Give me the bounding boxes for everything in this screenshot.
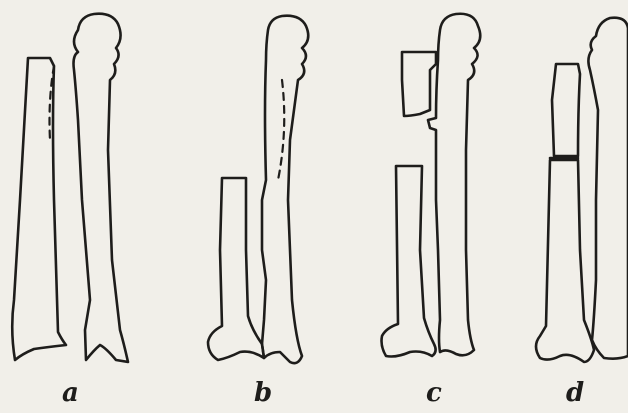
panel-b-bone-right (262, 16, 308, 363)
panel-c-bone-left-lower (382, 166, 436, 357)
panel-b-fracture-line (278, 80, 284, 180)
panel-c-label: c (426, 380, 442, 406)
panel-d-bone-left-lower (536, 160, 594, 362)
panel-a-bone-left-fragment (12, 58, 66, 360)
panel-b-label: b (254, 380, 272, 406)
panel-a-bone-right (74, 14, 129, 362)
panel-c-drawing (382, 14, 481, 357)
panel-d-bone-left-upper (552, 64, 580, 156)
panel-a-label: a (62, 380, 79, 406)
panel-d-bone-right (588, 18, 628, 359)
panel-a-drawing (12, 14, 128, 362)
panel-c-bone-left-upper (402, 52, 436, 116)
panel-b-bone-left-fragment (208, 178, 264, 360)
panel-d-drawing (536, 18, 628, 362)
panel-d-label: d (566, 380, 584, 406)
panel-b-drawing (208, 16, 308, 363)
